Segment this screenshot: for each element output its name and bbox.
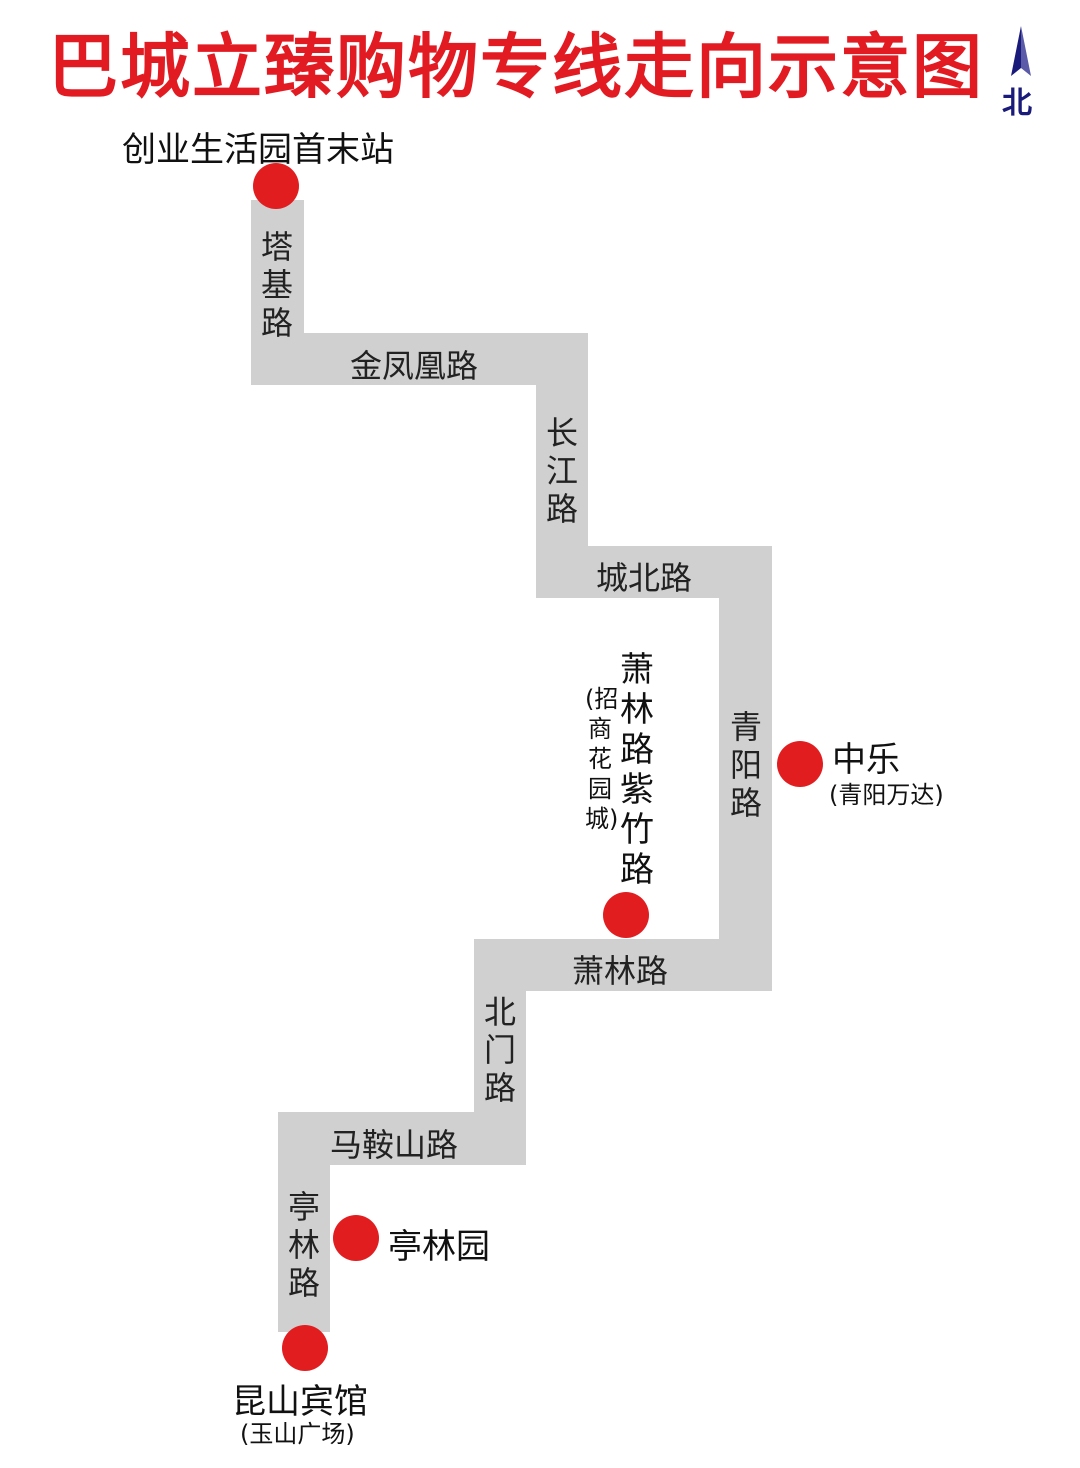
road-label-chengbei: 城北路 xyxy=(596,559,693,597)
north-arrow-icon xyxy=(1011,26,1031,76)
route-segment-tinglin xyxy=(278,1112,330,1332)
route-segment-jinfenghuang xyxy=(251,333,588,385)
stop-marker-start[interactable] xyxy=(253,163,299,209)
stop-note-end: (玉山广场) xyxy=(240,1420,355,1448)
road-label-tinglin: 亭林路 xyxy=(287,1188,320,1302)
stop-name-tinglinyuan: 亭林园 xyxy=(388,1227,490,1267)
stop-marker-tinglinyuan[interactable] xyxy=(333,1215,379,1261)
route-segment-qingyang xyxy=(719,546,772,991)
stop-note-xiaolin-zizhu: (招商花园城) xyxy=(585,685,619,833)
road-label-taji: 塔基路 xyxy=(260,228,293,342)
map-title: 巴城立臻购物专线走向示意图 xyxy=(48,26,984,108)
north-label: 北 xyxy=(1002,86,1032,121)
road-label-changjiang: 长江路 xyxy=(545,414,578,528)
stop-marker-xiaolin-zizhu[interactable] xyxy=(603,892,649,938)
stop-name-zhongle: 中乐 xyxy=(832,740,900,780)
road-label-beimen: 北门路 xyxy=(483,993,516,1107)
stop-name-start: 创业生活园首末站 xyxy=(122,130,394,170)
stop-name-end: 昆山宾馆 xyxy=(232,1382,368,1422)
road-label-maanshan: 马鞍山路 xyxy=(330,1126,459,1164)
stop-marker-zhongle[interactable] xyxy=(777,741,823,787)
stop-note-zhongle: (青阳万达) xyxy=(829,781,944,809)
stop-marker-end[interactable] xyxy=(282,1325,328,1371)
road-label-jinfenghuang: 金凤凰路 xyxy=(350,347,479,385)
stop-name-xiaolin-zizhu: 萧林路紫竹路 xyxy=(620,650,654,890)
road-label-xiaolin: 萧林路 xyxy=(572,952,669,990)
road-label-qingyang: 青阳路 xyxy=(729,708,762,822)
